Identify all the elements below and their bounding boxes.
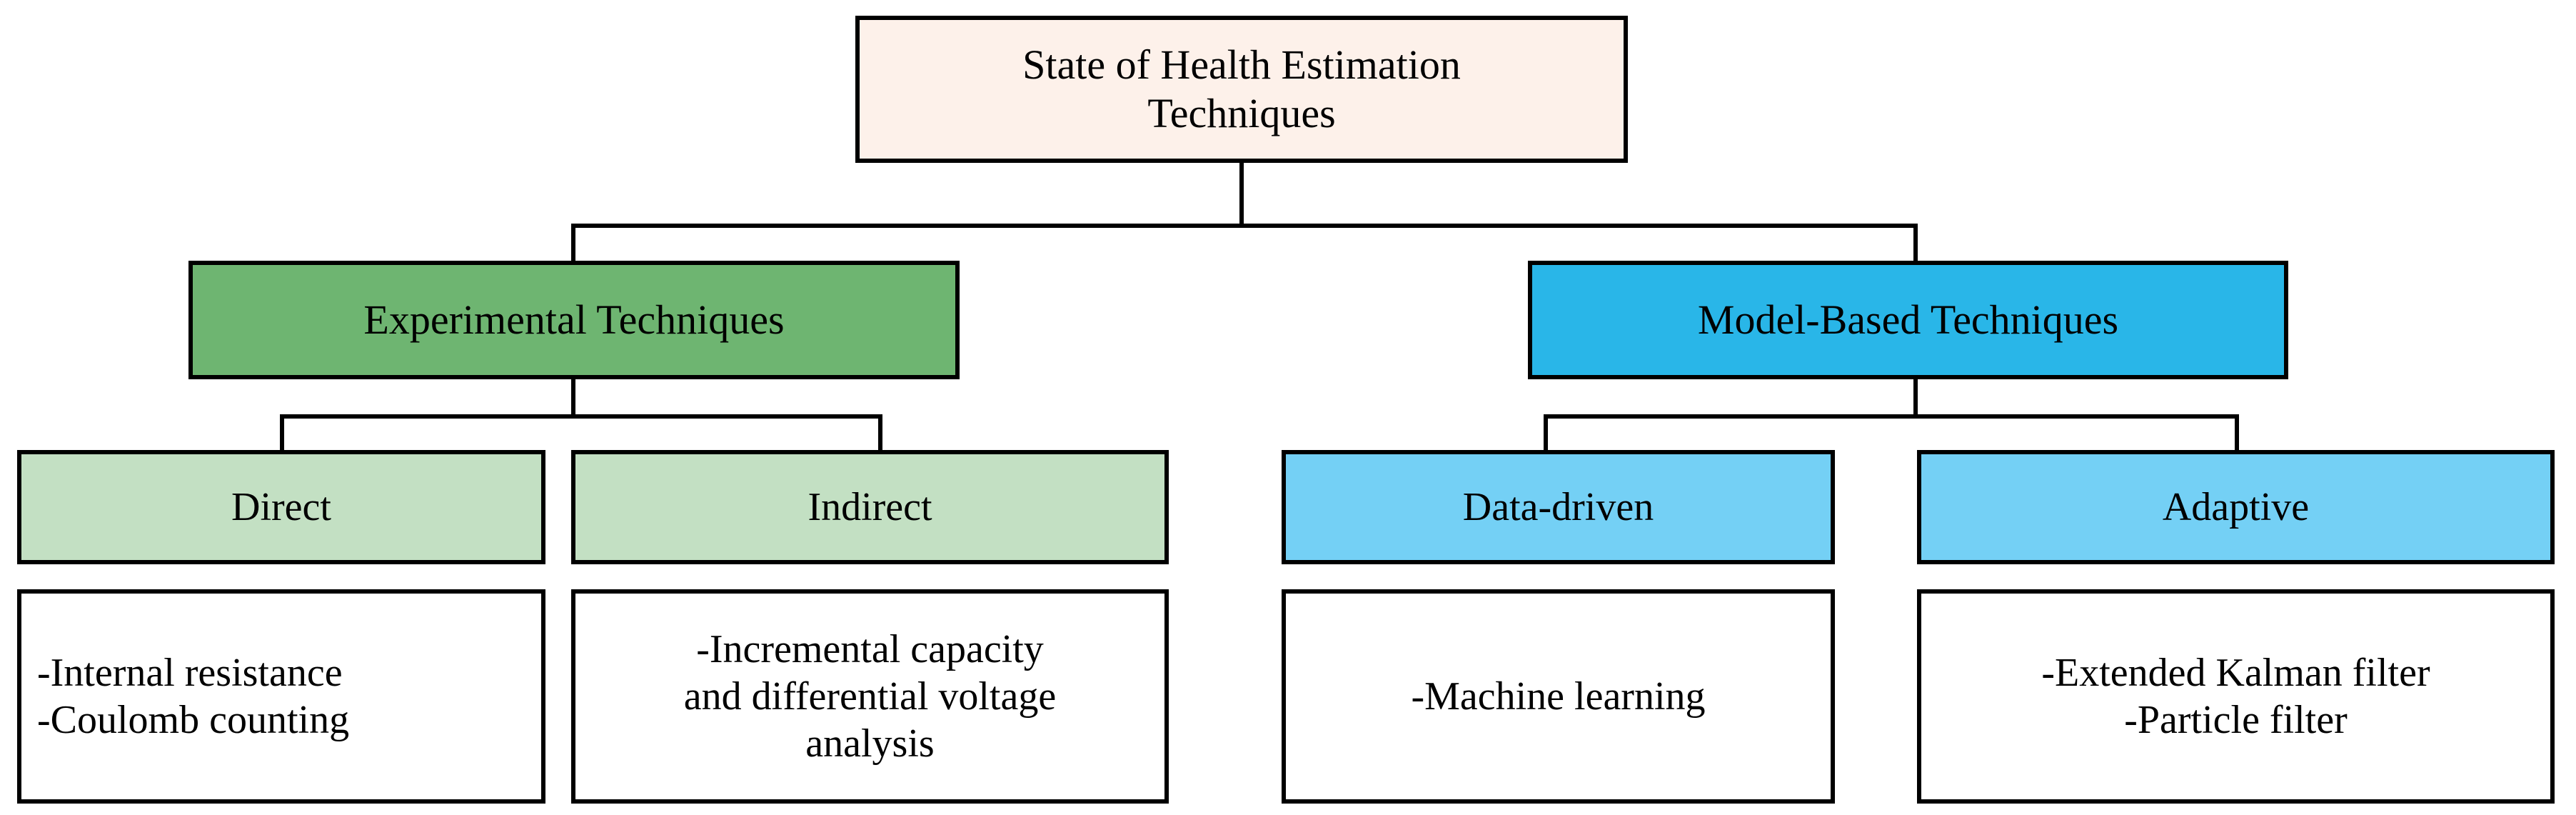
node-state-of-health-estimation-techniques[interactable]: State of Health Estimation Techniques (855, 16, 1628, 163)
node-model-based-techniques[interactable]: Model-Based Techniques (1528, 261, 2288, 379)
node-root-label: State of Health Estimation Techniques (1022, 41, 1461, 136)
connector-drop-adaptive (2235, 414, 2239, 454)
leaf-direct-items: -Internal resistance -Coulomb counting (37, 650, 350, 742)
node-adaptive-label: Adaptive (2162, 484, 2310, 529)
connector-drop-experimental (571, 224, 575, 265)
node-data-driven[interactable]: Data-driven (1282, 450, 1835, 564)
node-adaptive[interactable]: Adaptive (1917, 450, 2555, 564)
connector-root-bus (571, 224, 1918, 228)
node-experimental-techniques[interactable]: Experimental Techniques (188, 261, 960, 379)
node-model-based-label: Model-Based Techniques (1697, 296, 2119, 343)
connector-drop-data-driven (1544, 414, 1548, 454)
leaf-adaptive-methods: -Extended Kalman filter -Particle filter (1917, 589, 2555, 804)
leaf-indirect-items: -Incremental capacity and differential v… (683, 626, 1057, 766)
connector-model-based-stem (1913, 379, 1918, 418)
connector-drop-direct (280, 414, 284, 454)
leaf-adaptive-items: -Extended Kalman filter -Particle filter (2041, 650, 2430, 742)
connector-drop-model-based (1913, 224, 1918, 265)
node-indirect[interactable]: Indirect (571, 450, 1169, 564)
connector-experimental-bus (280, 414, 882, 419)
node-indirect-label: Indirect (807, 484, 932, 529)
connector-model-based-bus (1544, 414, 2239, 419)
node-data-driven-label: Data-driven (1462, 484, 1654, 529)
leaf-data-driven-methods: -Machine learning (1282, 589, 1835, 804)
connector-drop-indirect (878, 414, 882, 454)
node-direct[interactable]: Direct (17, 450, 545, 564)
connector-experimental-stem (571, 379, 575, 418)
connector-root-stem (1239, 163, 1244, 228)
node-experimental-label: Experimental Techniques (363, 296, 785, 343)
leaf-indirect-methods: -Incremental capacity and differential v… (571, 589, 1169, 804)
leaf-data-driven-items: -Machine learning (1411, 674, 1706, 719)
node-direct-label: Direct (231, 484, 331, 529)
leaf-direct-methods: -Internal resistance -Coulomb counting (17, 589, 545, 804)
